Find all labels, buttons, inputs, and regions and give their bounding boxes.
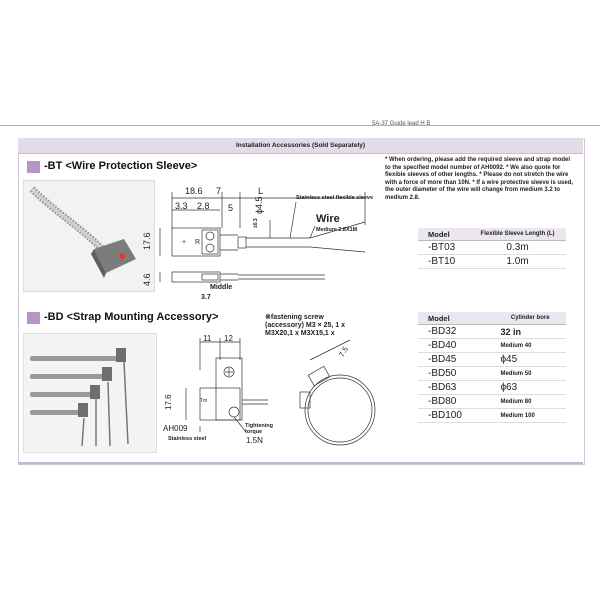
table-row: -BD63 ϕ63 xyxy=(418,380,566,395)
bd-dim-17-6: 17.6 xyxy=(164,394,173,410)
bt-header-model: Model xyxy=(418,228,470,241)
table-row: -BD50 Medium 50 xyxy=(418,366,566,381)
bt-length-cell: 1.0m xyxy=(469,254,566,269)
bd-model-cell: -BD45 xyxy=(418,352,495,367)
svg-text:+: + xyxy=(182,239,186,246)
table-header-row: Model Cylinder bore xyxy=(418,312,566,325)
bt-dim-tolerance: ±0.3 xyxy=(253,218,259,228)
bt-dim-phi: ϕ4.5 xyxy=(254,196,264,214)
bt-dim-3-3: 3.3 xyxy=(175,201,188,211)
bd-tightening-label: Tightening torque xyxy=(245,423,274,435)
bt-dim-5: 5 xyxy=(228,203,234,213)
bd-bore-cell: Medium 80 xyxy=(494,394,566,409)
bt-dim-17-6: 17.6 xyxy=(142,232,152,250)
bd-model-cell: -BD32 xyxy=(418,324,495,339)
bd-tm-mark: Tm xyxy=(200,398,208,404)
bd-part-number: AH009 xyxy=(163,424,188,433)
bt-section-title: -BT <Wire Protection Sleeve> xyxy=(44,160,198,172)
section-title-bar: Installation Accessories (Sold Separatel… xyxy=(18,138,583,154)
bd-stainless-label: Stainless steel xyxy=(168,436,207,442)
bd-section-title: -BD <Strap Mounting Accessory> xyxy=(44,311,219,323)
bt-model-table: Model Flexible Sleeve Length (L) -BT03 0… xyxy=(418,228,566,269)
bt-dim-L: L xyxy=(258,186,264,196)
bt-dimension-drawing: + R xyxy=(159,192,366,283)
bd-dim-12: 12 xyxy=(224,334,233,343)
bt-dim-2-8: 2.8 xyxy=(197,201,210,211)
top-fragment: 5A-37 Guide lead H B xyxy=(372,121,431,127)
bd-bore-cell: 32 in xyxy=(494,324,566,339)
bd-model-table: Model Cylinder bore -BD32 32 in -BD40 Me… xyxy=(418,312,566,423)
bt-section-marker xyxy=(27,161,40,173)
bd-model-cell: -BD50 xyxy=(418,366,495,381)
ordering-note: * When ordering, please add the required… xyxy=(385,157,574,201)
table-row: -BD100 Medium 100 xyxy=(418,408,566,423)
bd-bore-cell: ϕ63 xyxy=(494,380,566,395)
table-row: -BT03 0.3m xyxy=(418,240,566,255)
bt-header-length: Flexible Sleeve Length (L) xyxy=(469,228,566,241)
bt-middle-label: Middle xyxy=(210,284,233,291)
table-row: -BD32 32 in xyxy=(418,324,566,339)
bd-model-cell: -BD63 xyxy=(418,380,495,395)
table-header-row: Model Flexible Sleeve Length (L) xyxy=(418,228,566,241)
bt-model-cell: -BT03 xyxy=(418,240,470,255)
bd-dim-11: 11 xyxy=(203,334,212,343)
bt-model-cell: -BT10 xyxy=(418,254,470,269)
bd-section-marker xyxy=(27,312,40,324)
bd-model-cell: -BD100 xyxy=(418,408,495,423)
bt-wire-label: Wire xyxy=(316,213,340,225)
bd-header-bore: Cylinder bore xyxy=(494,312,566,325)
bd-header-model: Model xyxy=(418,312,495,325)
bd-model-cell: -BD80 xyxy=(418,394,495,409)
bd-torque-value: 1.5N xyxy=(246,436,263,445)
bd-bore-cell: ϕ45 xyxy=(494,352,566,367)
table-row: -BD45 ϕ45 xyxy=(418,352,566,367)
bt-dim-4-6: 4.6 xyxy=(142,273,152,286)
bd-model-cell: -BD40 xyxy=(418,338,495,353)
bt-sleeve-label: Stainless steel flexible sleeve xyxy=(296,195,374,201)
bd-bore-cell: Medium 50 xyxy=(494,366,566,381)
bd-screw-note: ※fastening screw (accessory) M3 × 25, 1 … xyxy=(265,314,345,337)
bd-product-photo xyxy=(23,333,157,453)
table-row: -BD40 Medium 40 xyxy=(418,338,566,353)
table-row: -BD80 Medium 80 xyxy=(418,394,566,409)
bt-dim-3-7: 3.7 xyxy=(201,294,211,301)
bt-wire-spec: Medium 2.8X1M xyxy=(316,227,358,233)
bottom-rule xyxy=(18,462,583,464)
bd-bore-cell: Medium 40 xyxy=(494,338,566,353)
bt-dim-18-6: 18.6 xyxy=(185,186,203,196)
bt-dim-7: 7 xyxy=(216,186,222,196)
bt-product-photo xyxy=(23,180,155,292)
bd-dimension-drawing xyxy=(185,338,376,446)
bt-length-cell: 0.3m xyxy=(469,240,566,255)
table-row: -BT10 1.0m xyxy=(418,254,566,269)
bd-bore-cell: Medium 100 xyxy=(494,408,566,423)
svg-text:R: R xyxy=(195,239,200,246)
top-rule xyxy=(0,125,600,132)
